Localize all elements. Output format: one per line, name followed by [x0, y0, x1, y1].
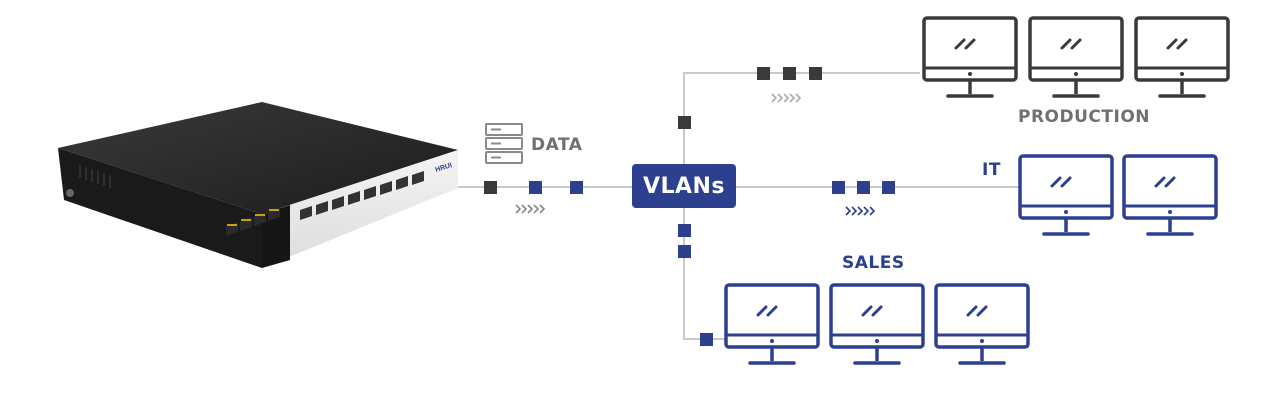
line-vlan-to-production [683, 72, 920, 164]
flow-arrow-production [771, 93, 802, 103]
packet-dark [678, 116, 691, 129]
packet-blue [529, 181, 542, 194]
it-group [1018, 154, 1218, 236]
vent-slots [79, 165, 111, 188]
monitor-icon [1028, 16, 1124, 98]
monitor-icon [1018, 154, 1114, 236]
vlans-node: VLANs [632, 164, 736, 208]
monitor-icon [724, 283, 820, 365]
packet-dark [757, 67, 770, 80]
network-switch: HRUI [58, 102, 458, 268]
flow-arrow-it [845, 206, 876, 216]
server-stack-icon [485, 123, 523, 164]
flow-arrow-data [515, 204, 546, 214]
sales-label: SALES [842, 253, 905, 273]
packet-blue [570, 181, 583, 194]
sfp-ports [300, 171, 424, 220]
packets [484, 67, 895, 346]
switch-brand: HRUI [435, 162, 453, 174]
packet-blue [678, 224, 691, 237]
packet-dark [783, 67, 796, 80]
packet-blue [857, 181, 870, 194]
packet-blue [832, 181, 845, 194]
power-button [66, 189, 74, 197]
production-group [922, 16, 1230, 98]
monitor-icon [934, 283, 1030, 365]
monitor-icon [1122, 154, 1218, 236]
monitor-icon [829, 283, 925, 365]
vlans-label: VLANs [642, 173, 726, 199]
monitor-icon [1134, 16, 1230, 98]
packet-dark [484, 181, 497, 194]
packet-dark [809, 67, 822, 80]
packet-blue [882, 181, 895, 194]
monitor-icon [922, 16, 1018, 98]
flow-arrows [515, 93, 876, 216]
packet-blue [678, 245, 691, 258]
packet-blue [700, 333, 713, 346]
sales-group [724, 283, 1030, 365]
it-label: IT [982, 160, 1001, 180]
data-label: DATA [531, 135, 583, 155]
production-label: PRODUCTION [1018, 107, 1150, 127]
